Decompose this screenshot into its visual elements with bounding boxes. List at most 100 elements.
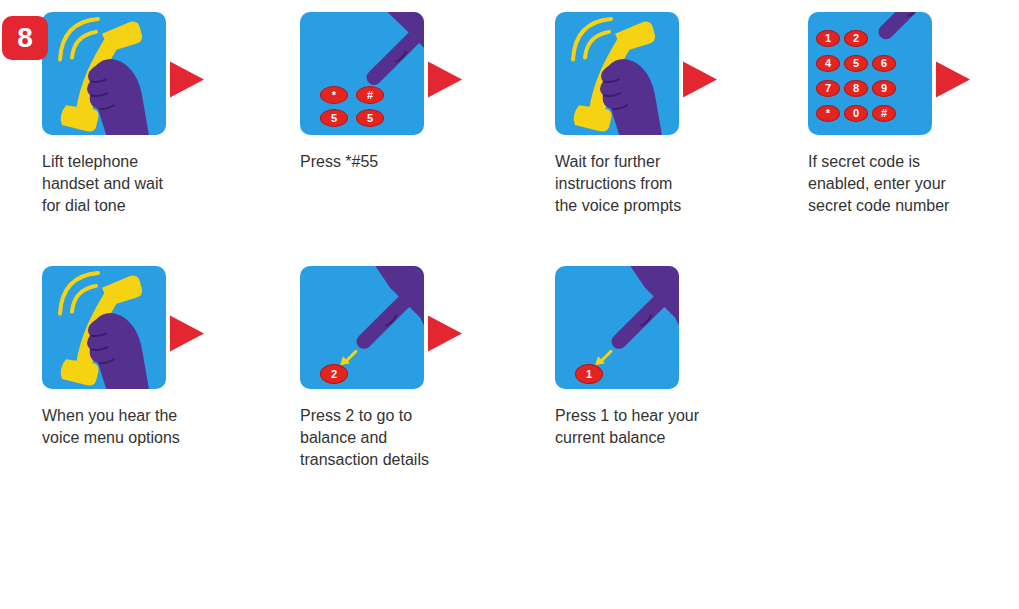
illustration-shape	[100, 105, 114, 109]
flow-arrow	[170, 316, 204, 352]
key-label: 1	[825, 33, 831, 44]
keypad-key: 2	[844, 30, 868, 47]
keypad-key: 9	[872, 80, 896, 97]
illustration-shape	[60, 273, 98, 314]
key-label: 0	[853, 108, 859, 119]
illustration-shape	[61, 359, 99, 385]
keypad-key: 5	[356, 109, 384, 127]
step-caption: Lift telephone handset and wait for dial…	[42, 151, 174, 217]
illustration-shape	[102, 22, 142, 52]
step-caption: Press 1 to hear your current balance	[555, 405, 705, 449]
illustration-shape	[91, 347, 107, 350]
key-label: 2	[853, 33, 859, 44]
step-panel: Wait for further instructions from the v…	[555, 12, 679, 135]
key-label: 9	[881, 83, 887, 94]
key-label: 5	[331, 113, 337, 124]
illustration-shape	[374, 36, 416, 78]
key-label: #	[367, 90, 373, 101]
caption-block: Press 1 to hear your current balance	[555, 405, 705, 449]
keypad-key: 1	[816, 30, 840, 47]
caption-block: Wait for further instructions from the v…	[555, 151, 691, 217]
step-caption: If secret code is enabled, enter your se…	[808, 151, 960, 217]
caption-block: If secret code is enabled, enter your se…	[808, 151, 960, 217]
flow-arrow	[683, 62, 717, 98]
keypad-key: 5	[320, 109, 348, 127]
pressing-finger-illustration	[555, 266, 679, 389]
keypad-key: *	[320, 86, 348, 104]
caption-block: Press 2 to go to balance and transaction…	[300, 405, 435, 471]
keypad-key: 1	[575, 364, 603, 384]
step-panel: If secret code is enabled, enter your se…	[808, 12, 932, 135]
key-label: 6	[881, 58, 887, 69]
key-label: 7	[825, 83, 831, 94]
illustration-shape	[585, 32, 609, 58]
keypad-key: 2	[320, 364, 348, 384]
keypad-key: 6	[872, 55, 896, 72]
step-panel: Press *#55*#55	[300, 12, 424, 135]
step-panel: Press 1 to hear your current balance1	[555, 266, 679, 389]
illustration-shape	[386, 316, 396, 326]
flow-arrow	[936, 62, 970, 98]
step-caption: Wait for further instructions from the v…	[555, 151, 691, 217]
step-panel: Lift telephone handset and wait for dial…	[42, 12, 166, 135]
handset-illustration	[555, 12, 679, 135]
handset-illustration	[42, 266, 166, 389]
illustration-shape	[340, 356, 350, 365]
keypad-key: 7	[816, 80, 840, 97]
flow-arrow	[170, 62, 204, 98]
key-label: *	[332, 90, 336, 101]
illustration-shape	[346, 351, 356, 361]
key-label: 1	[586, 369, 592, 380]
illustration-shape	[604, 93, 620, 96]
keypad-key: 4	[816, 55, 840, 72]
keypad-key: #	[356, 86, 384, 104]
step-panel: When you hear the voice menu options	[42, 266, 166, 389]
illustration-shape	[619, 300, 661, 342]
illustration-shape	[72, 32, 96, 58]
keypad-key: 0	[844, 105, 868, 122]
illustration-shape	[72, 286, 96, 312]
keypad-key: 8	[844, 80, 868, 97]
key-label: 2	[331, 369, 337, 380]
illustration-shape	[600, 59, 663, 135]
flow-arrow	[428, 62, 462, 98]
illustration-shape	[60, 19, 98, 60]
step-number: 8	[17, 24, 33, 52]
caption-block: When you hear the voice menu options	[42, 405, 187, 449]
illustration-shape	[641, 316, 651, 326]
key-label: 5	[367, 113, 373, 124]
illustration-shape	[908, 12, 918, 16]
step-caption: Press *#55	[300, 151, 440, 173]
keypad-key: *	[816, 105, 840, 122]
caption-block: Press *#55	[300, 151, 440, 173]
illustration-shape	[61, 105, 99, 131]
key-label: #	[881, 108, 887, 119]
flow-arrow	[428, 316, 462, 352]
illustration-shape	[396, 52, 406, 62]
illustration-shape	[886, 12, 928, 32]
caption-block: Lift telephone handset and wait for dial…	[42, 151, 174, 217]
step-panel: Press 2 to go to balance and transaction…	[300, 266, 424, 389]
illustration-shape	[615, 22, 655, 52]
illustration-shape	[102, 276, 142, 306]
step-caption: When you hear the voice menu options	[42, 405, 187, 449]
keypad-key: #	[872, 105, 896, 122]
illustration-shape	[573, 19, 611, 60]
illustration-shape	[604, 79, 619, 82]
illustration-shape	[574, 105, 612, 131]
illustration-shape	[601, 351, 611, 361]
illustration-shape	[91, 333, 106, 336]
step-caption: Press 2 to go to balance and transaction…	[300, 405, 435, 471]
pressing-finger-illustration	[300, 266, 424, 389]
illustration-shape	[595, 356, 605, 365]
illustration-shape	[91, 93, 107, 96]
key-label: *	[826, 108, 830, 119]
illustration-shape	[87, 313, 150, 389]
illustration-shape	[613, 105, 627, 109]
key-label: 5	[853, 58, 859, 69]
illustration-shape	[364, 300, 406, 342]
handset-illustration	[42, 12, 166, 135]
illustration-shape	[91, 79, 106, 82]
key-label: 8	[853, 83, 859, 94]
